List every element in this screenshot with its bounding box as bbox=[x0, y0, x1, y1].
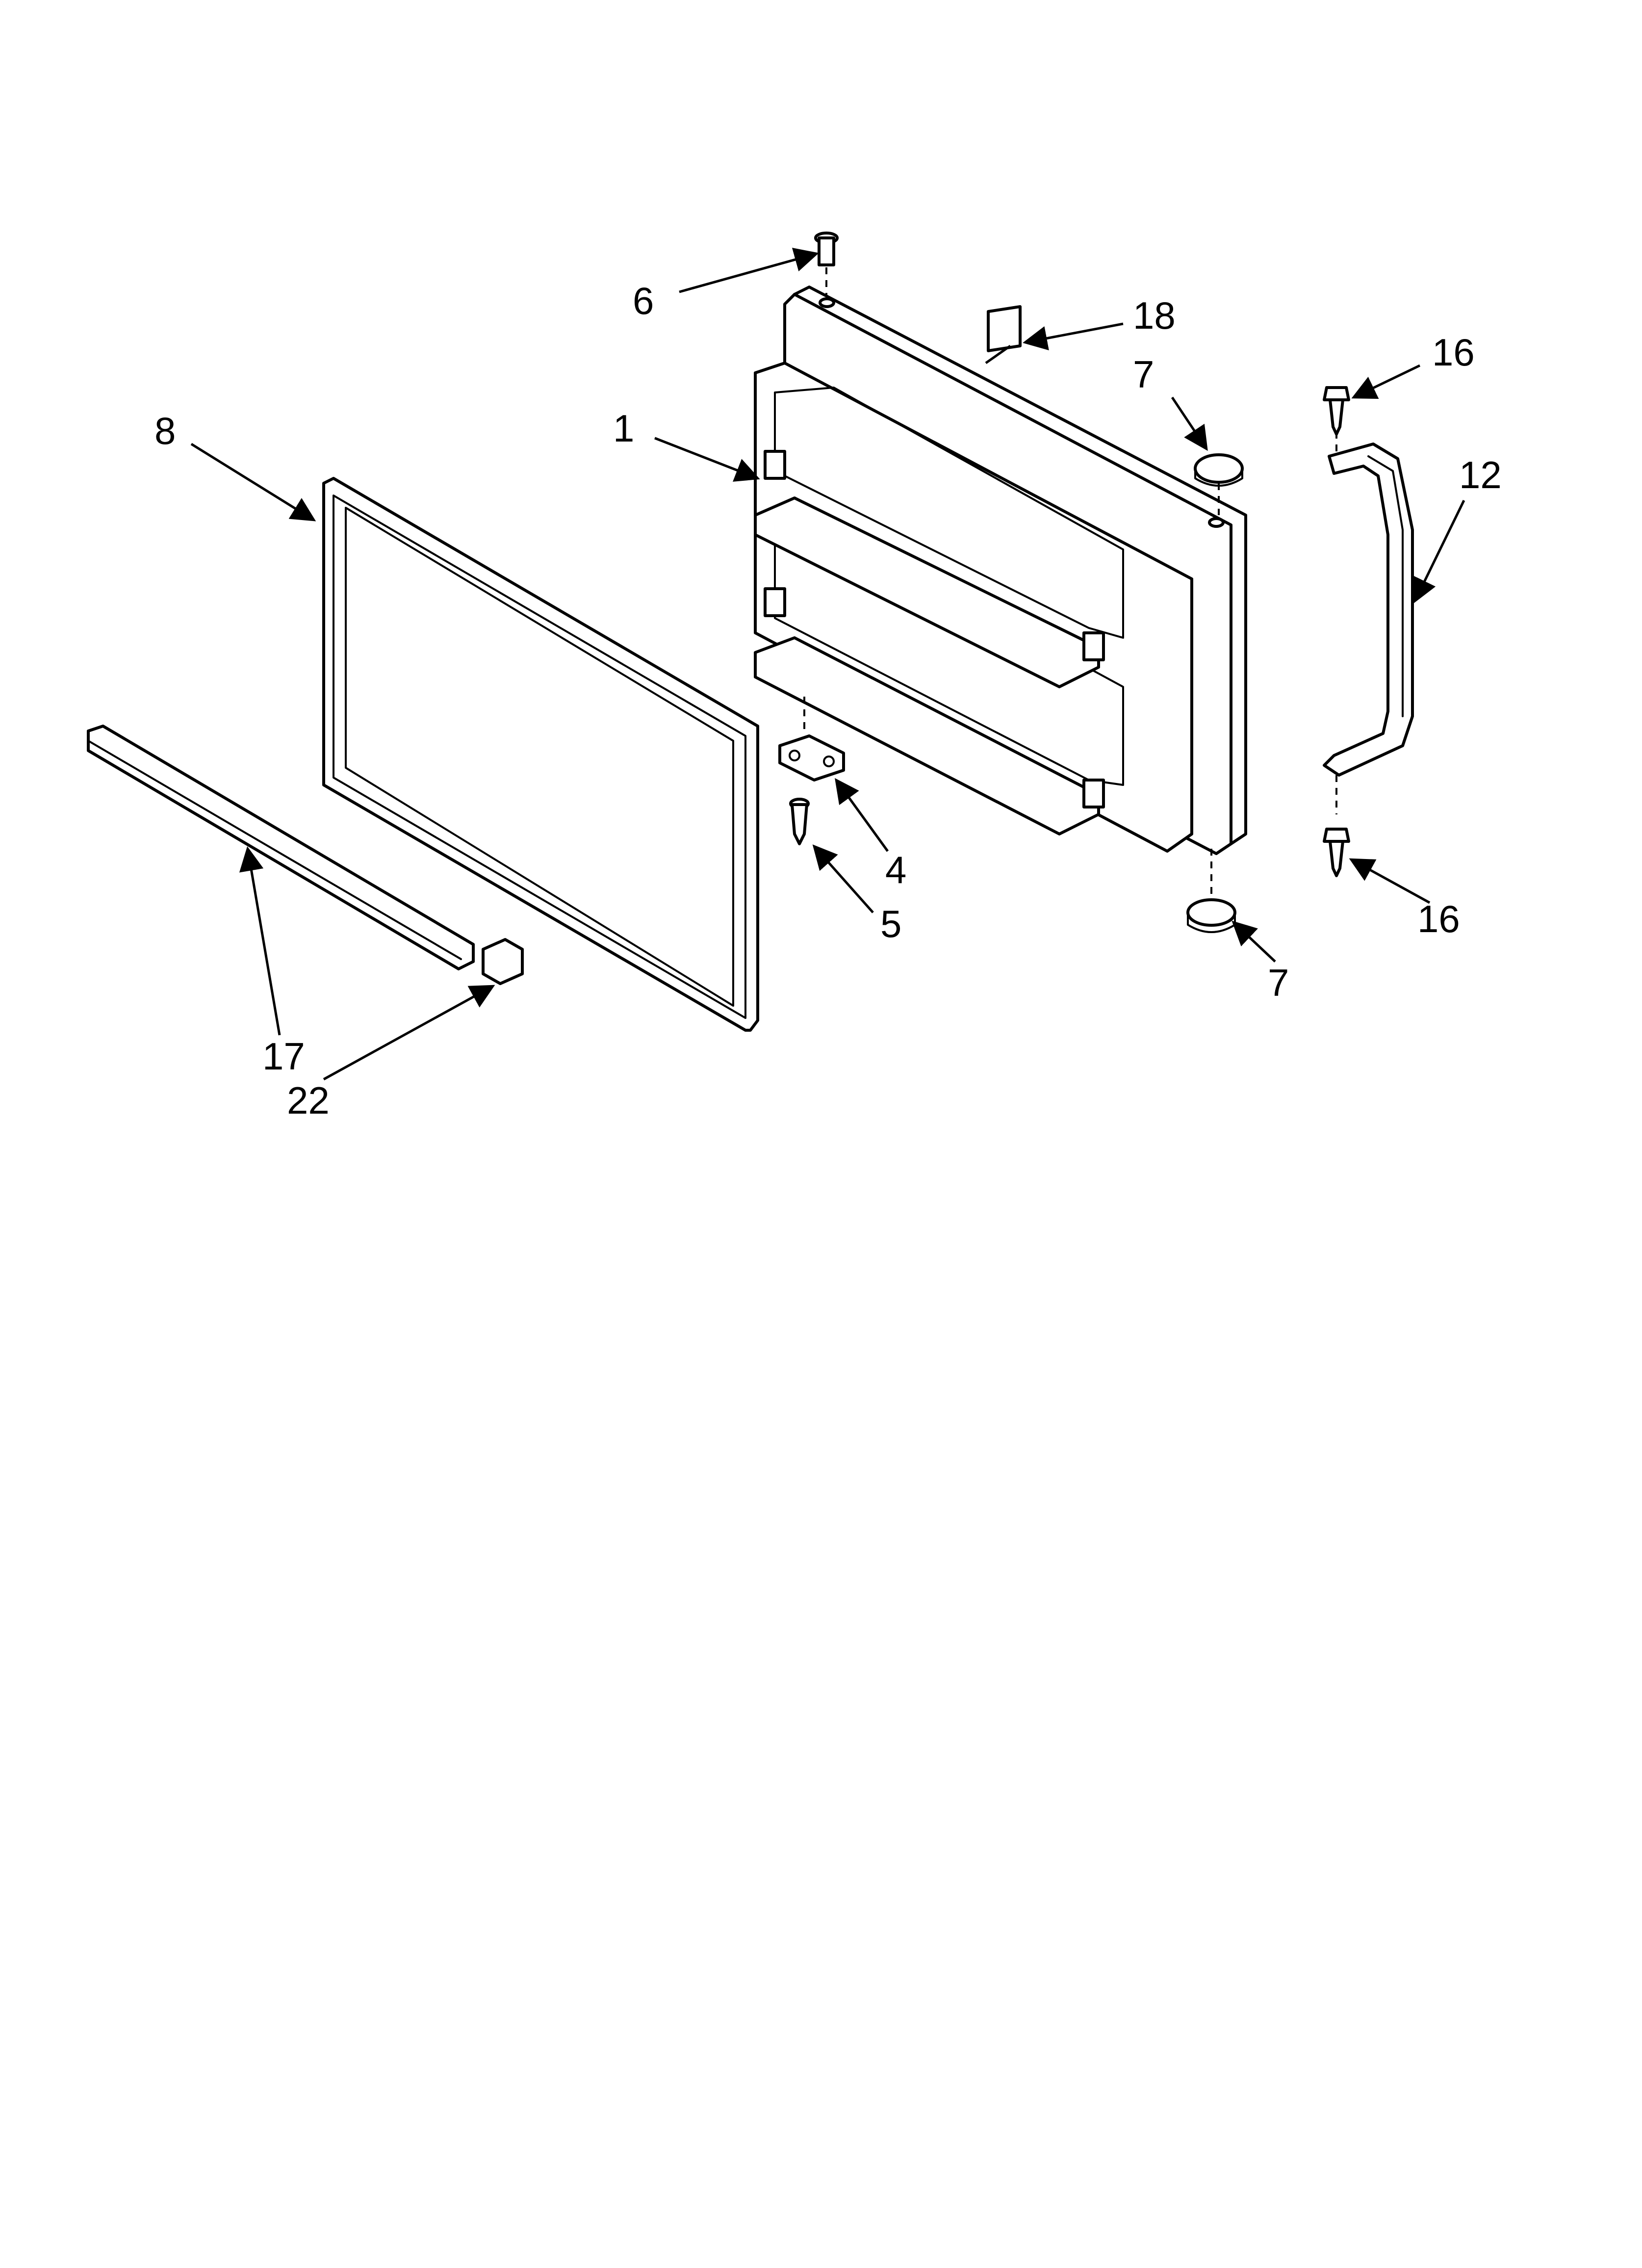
callout-18: 18 bbox=[1133, 294, 1176, 337]
callout-17: 17 bbox=[262, 1035, 305, 1078]
cap-top bbox=[1194, 453, 1244, 487]
callout-16-bottom: 16 bbox=[1417, 897, 1460, 940]
handle-screw-bottom bbox=[1323, 828, 1350, 877]
hinge-screw bbox=[789, 798, 810, 845]
hinge-bracket bbox=[778, 734, 845, 782]
label-part bbox=[987, 305, 1022, 352]
callout-1: 1 bbox=[613, 407, 634, 450]
callout-16-top: 16 bbox=[1432, 331, 1475, 374]
callout-12: 12 bbox=[1459, 453, 1502, 496]
door-gasket bbox=[322, 477, 759, 1032]
callout-4: 4 bbox=[885, 848, 906, 891]
trim-end-cap bbox=[482, 938, 524, 985]
handle-screw-top bbox=[1323, 386, 1350, 436]
callout-5: 5 bbox=[880, 902, 901, 945]
callout-6: 6 bbox=[633, 279, 654, 322]
callout-7-bottom: 7 bbox=[1268, 961, 1289, 1004]
callout-7-top: 7 bbox=[1133, 353, 1154, 396]
door-liner bbox=[754, 286, 1247, 855]
cap-bottom bbox=[1186, 898, 1236, 933]
door-handle bbox=[1323, 443, 1414, 777]
trim-strip bbox=[87, 725, 475, 970]
callout-22: 22 bbox=[287, 1079, 330, 1122]
top-plug bbox=[814, 232, 839, 266]
callout-8: 8 bbox=[154, 409, 176, 452]
